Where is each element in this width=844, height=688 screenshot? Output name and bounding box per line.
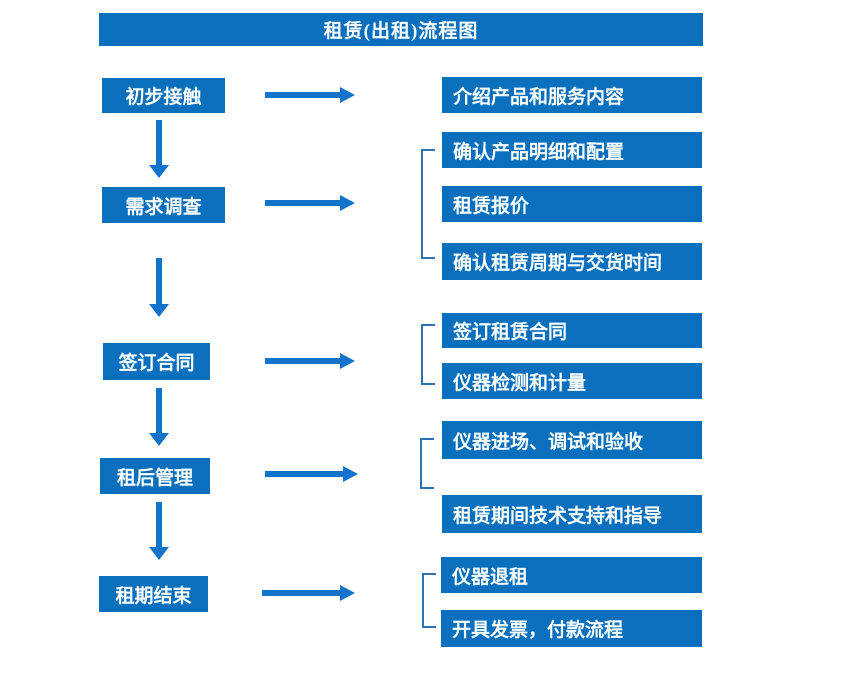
group-bracket [422, 573, 436, 628]
detail-box-tech-support: 租赁期间技术支持和指导 [442, 495, 702, 533]
arrow-shaft [156, 258, 162, 307]
detail-box-instrument-return: 仪器退租 [441, 557, 702, 593]
detail-box-confirm-product-details: 确认产品明细和配置 [442, 132, 702, 168]
detail-box-confirm-rental-period: 确认租赁周期与交货时间 [442, 243, 702, 280]
detail-box-instrument-testing: 仪器检测和计量 [442, 363, 702, 399]
arrow-head [340, 353, 355, 369]
right-arrow [262, 585, 355, 601]
arrow-shaft [262, 590, 343, 596]
right-arrow [265, 87, 355, 103]
detail-box-instrument-setup: 仪器进场、调试和验收 [442, 421, 702, 459]
step-box-post-rental-management: 租后管理 [100, 458, 210, 494]
arrow-head [149, 304, 169, 317]
group-bracket [421, 324, 435, 385]
arrow-head [343, 466, 358, 482]
detail-box-sign-rental-contract: 签订租赁合同 [442, 313, 702, 348]
down-arrow [149, 388, 169, 446]
arrow-shaft [156, 120, 162, 168]
down-arrow [149, 258, 169, 317]
right-arrow [265, 353, 355, 369]
down-arrow [149, 502, 169, 560]
group-bracket [421, 149, 435, 259]
down-arrow [149, 120, 169, 178]
detail-box-intro-products: 介绍产品和服务内容 [442, 77, 702, 113]
step-box-demand-survey: 需求调查 [102, 187, 225, 223]
arrow-shaft [156, 502, 162, 550]
step-box-rental-end: 租期结束 [99, 576, 208, 612]
arrow-shaft [265, 471, 346, 477]
step-box-contract-signing: 签订合同 [103, 343, 210, 380]
flowchart-title: 租赁(出租)流程图 [99, 13, 703, 46]
arrow-head [149, 547, 169, 560]
group-bracket [420, 438, 434, 489]
arrow-head [149, 433, 169, 446]
arrow-shaft [156, 388, 162, 436]
arrow-shaft [265, 92, 343, 98]
arrow-shaft [265, 358, 343, 364]
arrow-head [149, 165, 169, 178]
detail-box-invoice-payment: 开具发票，付款流程 [441, 610, 702, 647]
arrow-head [340, 195, 355, 211]
right-arrow [265, 195, 355, 211]
detail-box-rental-quote: 租赁报价 [442, 186, 702, 222]
right-arrow [265, 466, 358, 482]
arrow-head [340, 87, 355, 103]
arrow-head [340, 585, 355, 601]
step-box-initial-contact: 初步接触 [102, 78, 225, 113]
arrow-shaft [265, 200, 343, 206]
